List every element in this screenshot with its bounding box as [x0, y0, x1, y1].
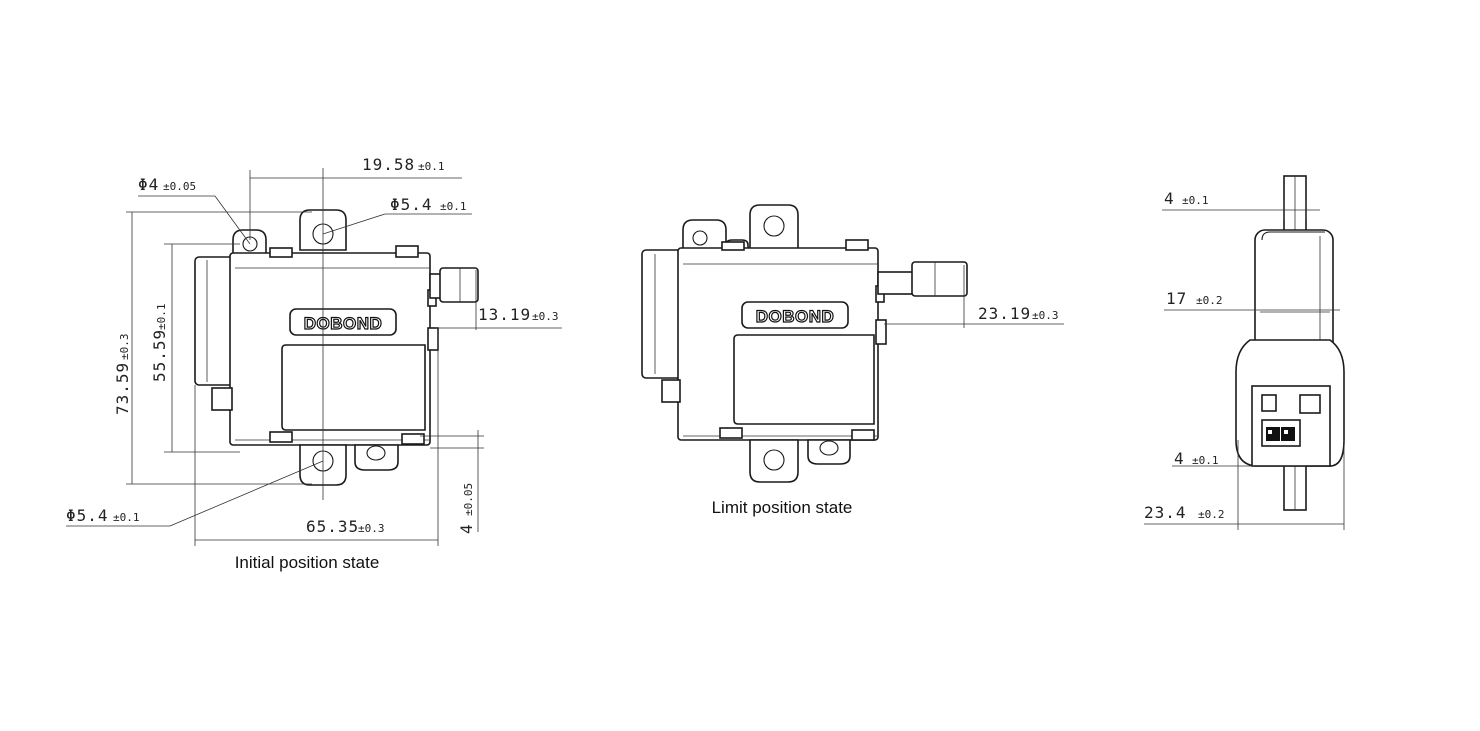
limit-top-tab — [749, 204, 799, 251]
limit-brand-logo: DOBOND — [756, 307, 835, 326]
tol-hole-small: ±0.05 — [163, 180, 196, 193]
tol-flange-bottom: ±0.1 — [1192, 454, 1219, 467]
limit-plunger — [911, 261, 968, 297]
dim-body-depth: 17 — [1166, 289, 1187, 308]
dim-top-width: 19.58 — [362, 155, 415, 174]
top-left-tab — [232, 229, 267, 259]
dim-hole-top: Φ5.4 — [390, 195, 433, 214]
tol-offset: ±0.05 — [462, 483, 475, 516]
dim-plunger-limit: 23.19 — [978, 304, 1031, 323]
brand-logo: DOBOND — [304, 314, 383, 333]
motor-housing — [281, 344, 426, 431]
side-view: 4 ±0.1 17 ±0.2 4 ±0.1 23.4 ±0.2 — [1144, 175, 1345, 530]
tol-top-width: ±0.1 — [418, 160, 445, 173]
dim-body-height: 55.59 — [150, 329, 169, 382]
dim-overall-height: 73.59 — [113, 362, 132, 415]
tol-overall-width: ±0.3 — [358, 522, 385, 535]
caption-limit: Limit position state — [712, 498, 853, 517]
dim-flange-top: 4 — [1164, 189, 1175, 208]
dim-plunger-initial: 13.19 — [478, 305, 531, 324]
dim-overall-width: 65.35 — [306, 517, 359, 536]
dim-hole-small: Φ4 — [138, 175, 159, 194]
tol-hole-top: ±0.1 — [440, 200, 467, 213]
limit-end-cap — [641, 249, 683, 379]
dim-flange-bottom: 4 — [1174, 449, 1185, 468]
tol-overall-height: ±0.3 — [118, 334, 131, 361]
tol-flange-top: ±0.1 — [1182, 194, 1209, 207]
dim-hole-bottom: Φ5.4 — [66, 506, 109, 525]
caption-initial: Initial position state — [235, 553, 380, 572]
dim-overall-depth: 23.4 — [1144, 503, 1187, 522]
initial-view: DOBOND 19.58 ±0.1 Φ4 ±0.05 Φ5.4 ±0.1 13.… — [66, 155, 562, 572]
plunger — [439, 267, 479, 303]
limit-view: DOBOND 23.19 ±0.3 Limit position state — [641, 204, 1064, 517]
tol-plunger-initial: ±0.3 — [532, 310, 559, 323]
tol-body-depth: ±0.2 — [1196, 294, 1223, 307]
end-cap — [194, 256, 236, 386]
tol-hole-bottom: ±0.1 — [113, 511, 140, 524]
tol-plunger-limit: ±0.3 — [1032, 309, 1059, 322]
brand-logo-frame — [289, 308, 397, 336]
tol-overall-depth: ±0.2 — [1198, 508, 1225, 521]
dim-offset: 4 — [457, 523, 476, 534]
tol-body-height: ±0.1 — [155, 304, 168, 331]
